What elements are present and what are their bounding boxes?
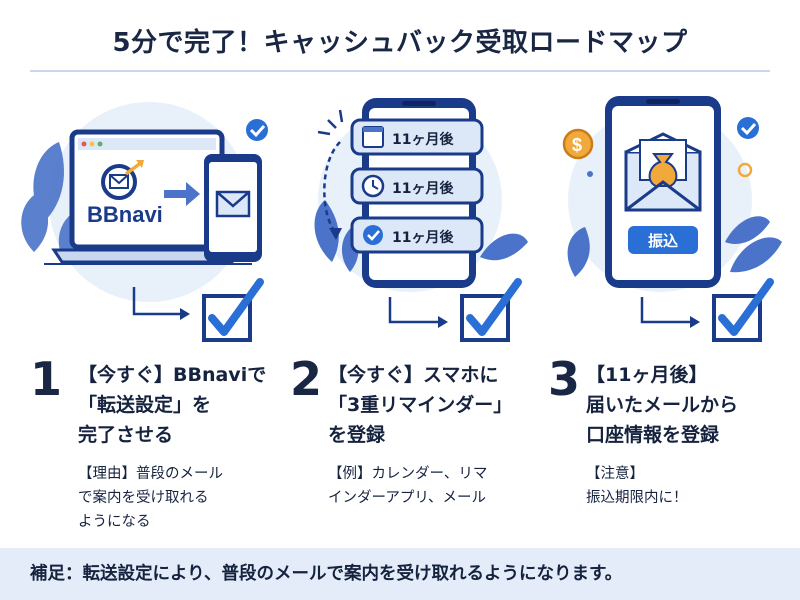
step-1-number: 1 — [30, 352, 63, 406]
cycle-arrow-icon — [323, 141, 341, 233]
page-title: 5分で完了！キャッシュバック受取ロードマップ — [112, 28, 688, 58]
reminder-label: 11ヶ月後 — [392, 131, 454, 148]
step-3-note: 【注意】 振込期限内に！ — [586, 466, 688, 506]
check-badge-icon — [737, 117, 759, 139]
step-3-illustration: $ 振込 — [530, 82, 790, 352]
step-2-heading: 【今すぐ】スマホに 「3重リマインダー」 を登録 — [328, 364, 513, 446]
hook-arrow-icon — [132, 287, 182, 316]
reminder-label: 11ヶ月後 — [392, 229, 454, 246]
transfer-button-shape — [628, 226, 698, 254]
step-2-number: 2 — [290, 352, 323, 406]
step-1-illustration: BBnavi — [14, 82, 274, 352]
step-3-number: 3 — [548, 352, 581, 406]
reminder-label: 11ヶ月後 — [392, 180, 454, 197]
svg-text:$: $ — [572, 135, 582, 155]
hook-arrow-icon — [388, 297, 440, 324]
step-1-heading: 【今すぐ】BBnaviで 「転送設定」を 完了させる — [78, 364, 267, 446]
leaf-icon — [567, 216, 782, 277]
check-circle-icon — [363, 225, 383, 245]
step-3-heading: 【11ヶ月後】 届いたメールから 口座情報を登録 — [586, 364, 739, 446]
title-divider — [30, 70, 770, 72]
bbnavi-logo-text: BBnavi — [87, 202, 163, 227]
step-1-note: 【理由】普段のメール で案内を受け取れる ようになる — [78, 466, 223, 530]
coin-icon — [562, 128, 594, 160]
check-badge-icon — [246, 119, 268, 141]
hook-arrow-icon — [640, 297, 692, 324]
step-2-illustration: 11ヶ月後 11ヶ月後 11ヶ月後 — [280, 82, 540, 352]
arrow-right-icon — [164, 182, 200, 206]
transfer-button-label: 振込 — [648, 232, 678, 250]
footer-note: 補足：転送設定により、普段のメールで案内を受け取れるようになります。 — [0, 548, 800, 600]
step-2-note: 【例】カレンダー、リマ インダーアプリ、メール — [328, 466, 488, 506]
bbnavi-logo-icon — [101, 164, 137, 200]
